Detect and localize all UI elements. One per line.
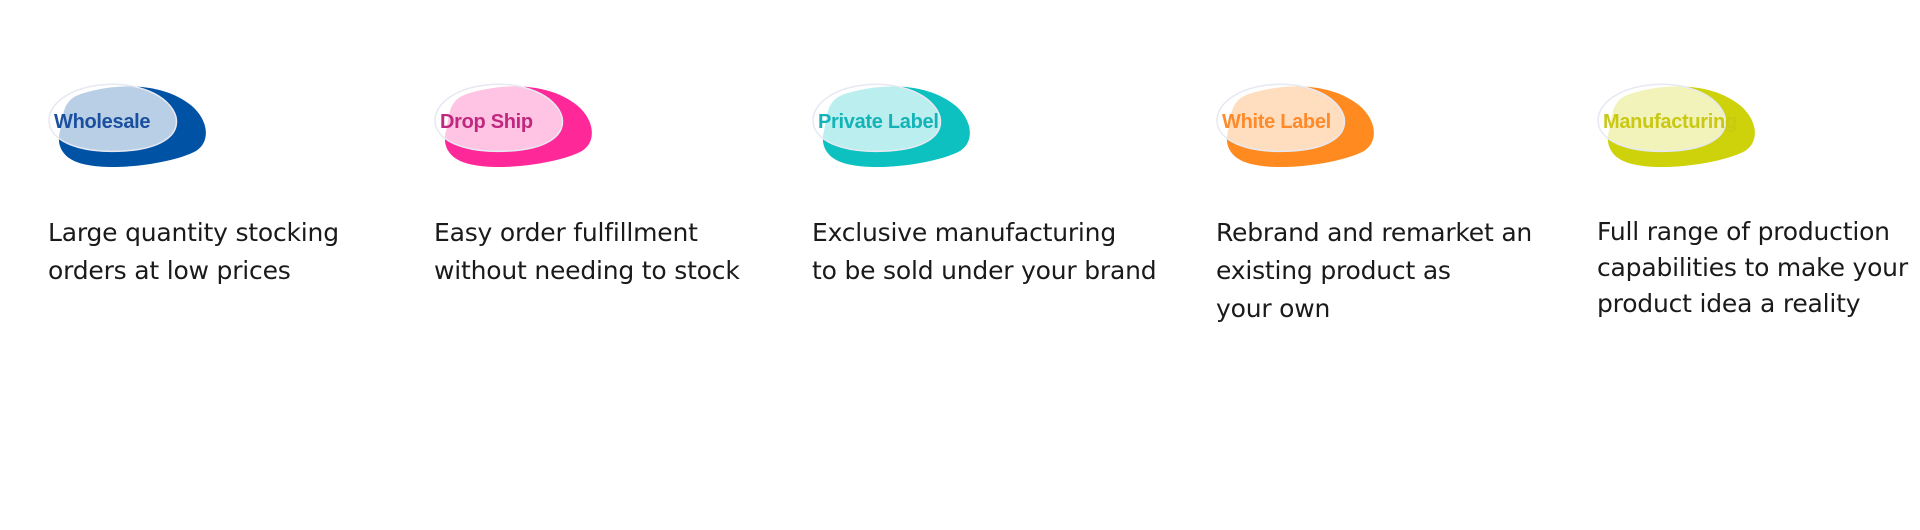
drop-ship-description: Easy order fulfillment without needing t… (434, 214, 740, 290)
white-label-badge-label: White Label (1222, 111, 1331, 133)
description-line: Easy order fulfillment (434, 218, 698, 247)
service-drop-ship: Drop Ship Easy order fulfillment without… (434, 0, 794, 400)
white-label-badge-icon: White Label (1216, 83, 1374, 171)
description-line: Full range of production (1597, 217, 1890, 246)
service-private-label: Private Label Exclusive manufacturing to… (812, 0, 1172, 400)
private-label-badge-icon: Private Label (812, 83, 970, 171)
description-line: capabilities to make your (1597, 253, 1908, 282)
manufacturing-description: Full range of production capabilities to… (1597, 214, 1908, 322)
description-line: to be sold under your brand (812, 256, 1157, 285)
service-white-label: White Label Rebrand and remarket an exis… (1216, 0, 1576, 400)
description-line: without needing to stock (434, 256, 740, 285)
wholesale-badge-label: Wholesale (54, 111, 151, 133)
blob-shape-icon (434, 83, 592, 168)
manufacturing-badge-icon: Manufacturing (1597, 83, 1755, 171)
description-line: Large quantity stocking (48, 218, 339, 247)
drop-ship-badge-label: Drop Ship (440, 111, 533, 133)
description-line: existing product as (1216, 256, 1451, 285)
description-line: orders at low prices (48, 256, 291, 285)
description-line: Exclusive manufacturing (812, 218, 1116, 247)
manufacturing-badge-label: Manufacturing (1603, 111, 1737, 133)
description-line: Rebrand and remarket an (1216, 218, 1533, 247)
private-label-badge-label: Private Label (818, 111, 939, 133)
service-manufacturing: Manufacturing Full range of production c… (1597, 0, 1920, 400)
service-wholesale: Wholesale Large quantity stocking orders… (48, 0, 408, 400)
wholesale-description: Large quantity stocking orders at low pr… (48, 214, 339, 290)
blob-shape-icon (1597, 83, 1755, 168)
description-line: your own (1216, 294, 1331, 323)
drop-ship-badge-icon: Drop Ship (434, 83, 592, 171)
description-line: product idea a reality (1597, 289, 1861, 318)
blob-shape-icon (1216, 83, 1374, 168)
private-label-description: Exclusive manufacturing to be sold under… (812, 214, 1157, 290)
blob-shape-icon (812, 83, 970, 168)
blob-shape-icon (48, 83, 206, 168)
white-label-description: Rebrand and remarket an existing product… (1216, 214, 1532, 328)
wholesale-badge-icon: Wholesale (48, 83, 206, 171)
